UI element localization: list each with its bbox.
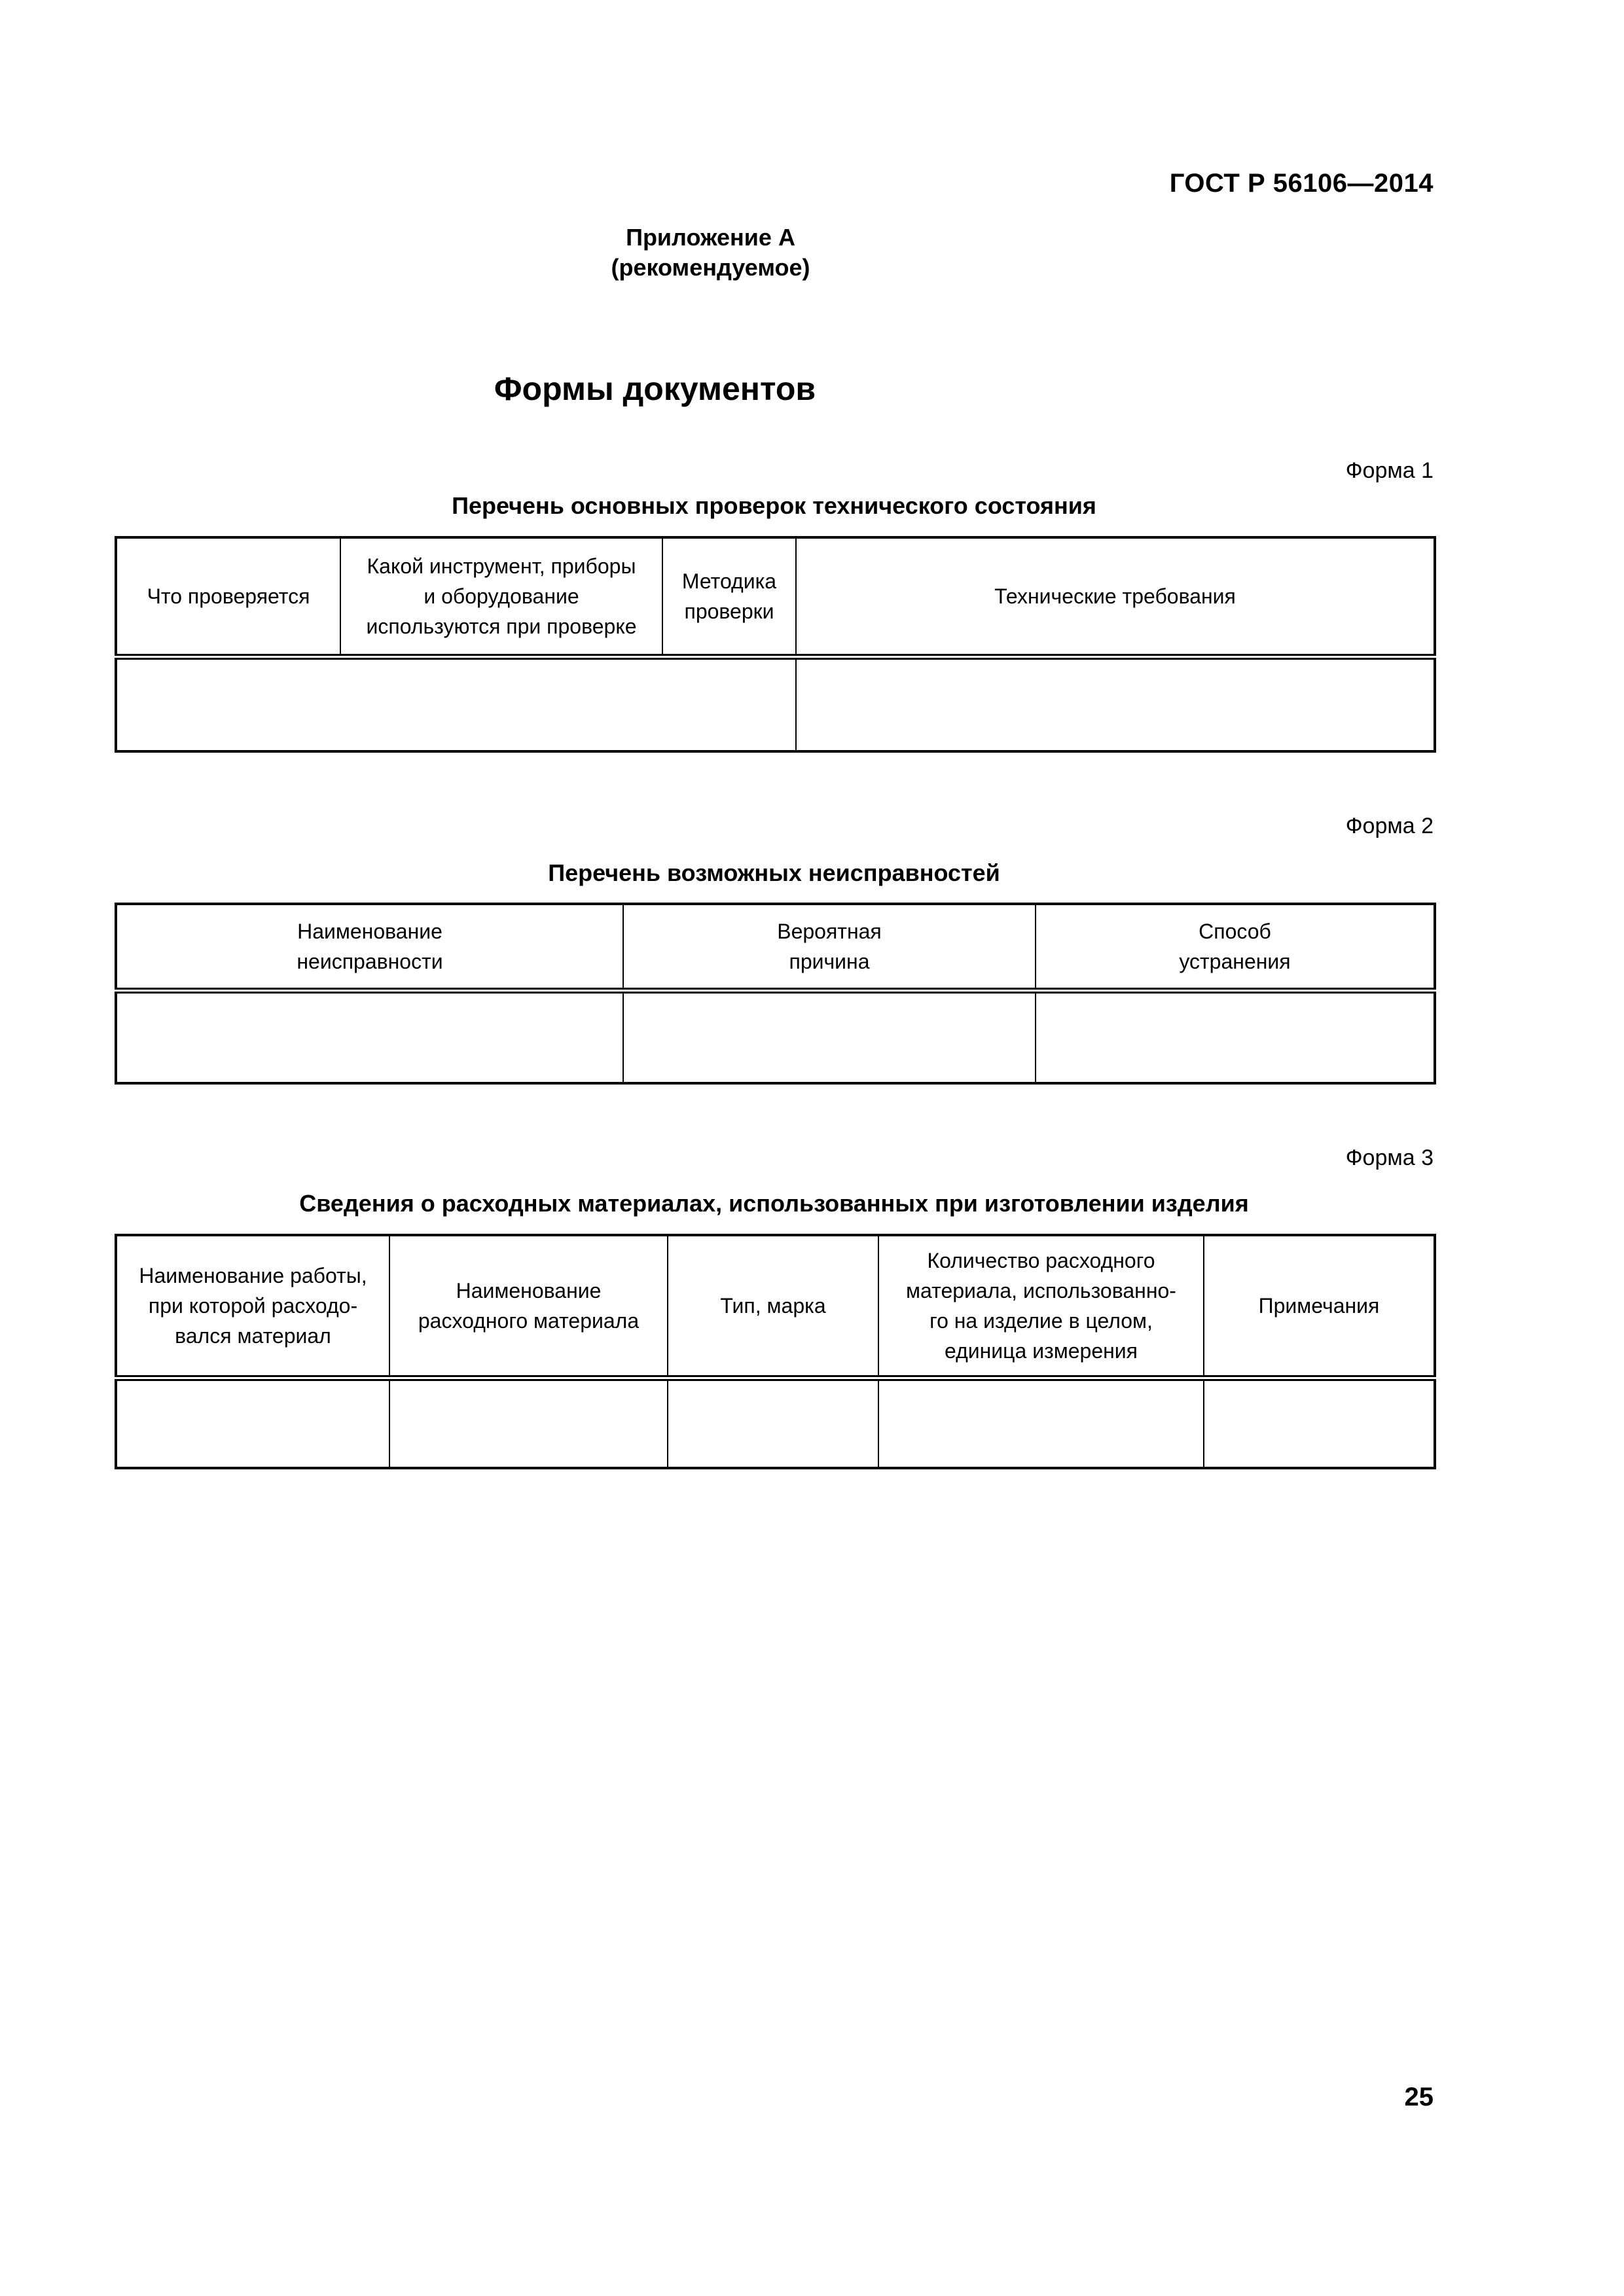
header-line: го на изделие в целом, [929,1308,1153,1333]
header-line: Технические требования [994,584,1236,608]
form-table-2: Наименование неисправности Вероятная при… [115,903,1436,1085]
column-header-fault-name: Наименование неисправности [115,903,624,990]
column-header-technical-requirements: Технические требования [795,537,1435,656]
table-header-row: Что проверяется Какой инструмент, прибор… [115,537,1435,656]
header-line: при которой расходо- [148,1293,358,1318]
header-line: Вероятная [777,919,882,943]
column-header-material-name: Наименование расходного материала [389,1234,668,1378]
header-line: причина [789,949,870,973]
table-cell-technical-requirements[interactable] [795,653,1435,752]
column-header-check-method: Методика проверки [662,537,797,656]
header-line: Количество расходного [927,1248,1155,1272]
table-caption-1: Перечень основных проверок технического … [452,492,1096,519]
table-header-row: Наименование неисправности Вероятная при… [115,903,1435,990]
table-header-row: Наименование работы, при которой расходо… [115,1234,1435,1378]
header-line: Какой инструмент, приборы [367,554,636,578]
header-line: Наименование [297,919,442,943]
appendix-heading: Приложение А (рекомендуемое) [0,223,1624,283]
column-header-remedy-method: Способ устранения [1035,903,1435,990]
header-line: вался материал [175,1323,331,1348]
table-row [115,1374,1435,1469]
header-line: используются при проверке [366,614,637,638]
form-label-1: Форма 1 [1345,458,1434,483]
header-line: материала, использованно- [906,1278,1176,1302]
table-cell-type-brand[interactable] [667,1374,879,1469]
header-line: Наименование [456,1278,602,1302]
table-cell-work-name[interactable] [115,1374,390,1469]
table-cell-material-name[interactable] [389,1374,668,1469]
table-cell-merged-left[interactable] [115,653,797,752]
header-line: Примечания [1258,1293,1380,1318]
form-table-1: Что проверяется Какой инструмент, прибор… [115,536,1436,753]
table-cell-material-quantity[interactable] [878,1374,1204,1469]
column-header-probable-cause: Вероятная причина [623,903,1036,990]
column-header-tools-equipment: Какой инструмент, приборы и оборудование… [340,537,663,656]
table-row [115,987,1435,1084]
header-line: Что проверяется [147,584,310,608]
table-row [115,653,1435,752]
header-line: Наименование работы, [139,1263,367,1287]
column-header-notes: Примечания [1203,1234,1435,1378]
form-label-3: Форма 3 [1345,1145,1434,1170]
header-line: устранения [1179,949,1291,973]
column-header-type-brand: Тип, марка [667,1234,879,1378]
appendix-subtitle: (рекомендуемое) [611,254,810,281]
column-header-material-quantity: Количество расходного материала, использ… [878,1234,1204,1378]
header-line: и оборудование [424,584,579,608]
table-cell-probable-cause[interactable] [623,987,1036,1084]
table-caption-3: Сведения о расходных материалах, использ… [299,1190,1249,1217]
standard-number-header: ГОСТ Р 56106—2014 [1169,169,1434,198]
header-line: единица измерения [944,1338,1138,1363]
appendix-title: Приложение А [626,224,795,251]
table-cell-remedy-method[interactable] [1035,987,1435,1084]
table-cell-fault-name[interactable] [115,987,624,1084]
header-line: неисправности [297,949,443,973]
header-line: Методика [681,569,777,593]
header-line: Тип, марка [720,1293,826,1318]
form-label-2: Форма 2 [1345,814,1434,838]
column-header-work-name: Наименование работы, при которой расходо… [115,1234,390,1378]
header-line: проверки [684,599,774,623]
header-line: Способ [1199,919,1271,943]
page-number: 25 [1404,2083,1434,2111]
form-table-3: Наименование работы, при которой расходо… [115,1234,1436,1469]
header-line: расходного материала [418,1308,640,1333]
column-header-what-is-checked: Что проверяется [115,537,341,656]
page-title: Формы документов [494,370,816,407]
table-cell-notes[interactable] [1203,1374,1435,1469]
table-caption-2: Перечень возможных неисправностей [548,859,1000,886]
